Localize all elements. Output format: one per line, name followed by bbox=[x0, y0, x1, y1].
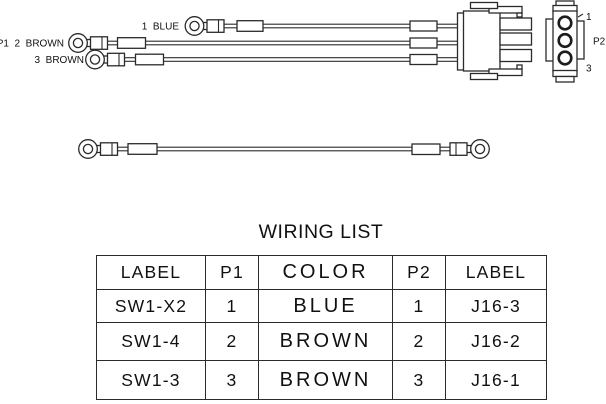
cell-color: BROWN bbox=[258, 322, 393, 361]
face-cavity-3 bbox=[557, 50, 573, 66]
header-p2: P2 bbox=[392, 255, 446, 290]
sleeve-wire1-left bbox=[236, 20, 264, 32]
cell-label-p2: J16-2 bbox=[445, 322, 547, 361]
cell-label-p2: J16-3 bbox=[445, 289, 547, 323]
plug-top-latch-hook bbox=[516, 12, 523, 18]
plug-top-latch-arm bbox=[488, 5, 523, 14]
ring-hole-right bbox=[474, 143, 486, 155]
ring-hole bbox=[189, 20, 200, 32]
harness-diagram: 1 P2 3 1 BLUE P1 2 BROWN 3 BROWN bbox=[0, 0, 606, 159]
sleeve-wire3-right bbox=[409, 53, 438, 66]
cell-color: BROWN bbox=[258, 360, 393, 400]
cell-label-p2: J16-1 bbox=[445, 360, 547, 400]
face-keying-notch bbox=[577, 13, 584, 18]
cell-p1-pin: 3 bbox=[205, 360, 259, 400]
cell-label-p1: SW1-X2 bbox=[96, 289, 206, 323]
cell-p2-pin: 3 bbox=[392, 360, 446, 400]
cell-p2-pin: 2 bbox=[392, 322, 446, 361]
table-header-row: LABEL P1 COLOR P2 LABEL bbox=[96, 255, 547, 290]
single-wire-assembly bbox=[78, 139, 490, 159]
sleeve-wire1-right bbox=[409, 20, 438, 32]
cell-color: BLUE bbox=[258, 289, 393, 323]
ring-terminal-wire1 bbox=[184, 16, 225, 36]
plug-top-latch-tab bbox=[469, 1, 499, 10]
wire-brown2-body bbox=[104, 40, 463, 46]
table-row: SW1-3 3 BROWN 3 J16-1 bbox=[96, 360, 547, 400]
plug-pin-3 bbox=[499, 48, 533, 63]
plug-bottom-latch-tab bbox=[469, 72, 499, 81]
wire3-label: 3 BROWN bbox=[35, 55, 84, 66]
p2-pin3-label: 3 bbox=[586, 64, 592, 75]
sleeve-single-left bbox=[127, 143, 158, 155]
plug-bottom-latch-arm bbox=[488, 68, 523, 77]
wire2-label: P1 2 BROWN bbox=[0, 39, 64, 50]
wire1-label: 1 BLUE bbox=[142, 22, 180, 33]
face-bottom-collar bbox=[552, 69, 578, 78]
sleeve-wire3-left bbox=[134, 53, 165, 66]
cell-p2-pin: 1 bbox=[392, 289, 446, 323]
face-cavity-1 bbox=[557, 15, 573, 31]
table-row: SW1-4 2 BROWN 2 J16-2 bbox=[96, 322, 547, 361]
single-wire-body bbox=[113, 146, 455, 152]
terminal-barrel bbox=[206, 19, 225, 33]
wire-labels: 1 BLUE P1 2 BROWN 3 BROWN bbox=[0, 22, 179, 67]
header-label-p2: LABEL bbox=[445, 255, 547, 290]
p2-pin1-label: 1 bbox=[586, 12, 592, 23]
terminal-barrel-right bbox=[449, 142, 468, 156]
heat-shrink-sleeves bbox=[116, 20, 441, 156]
header-label-p1: LABEL bbox=[96, 255, 206, 290]
plug-pin-2 bbox=[499, 32, 533, 46]
plug-connector bbox=[456, 1, 533, 81]
p2-connector-label: P2 bbox=[593, 37, 606, 48]
face-cavity-2 bbox=[557, 32, 573, 49]
wire-bodies bbox=[104, 23, 463, 152]
ring-terminal-wire3 bbox=[85, 49, 126, 70]
sleeve-wire2-right bbox=[409, 37, 438, 49]
plug-bottom-latch-hook bbox=[516, 64, 523, 70]
plug-pin-1 bbox=[499, 17, 533, 31]
cell-label-p1: SW1-4 bbox=[96, 322, 206, 361]
plug-housing bbox=[462, 10, 501, 72]
cell-p1-pin: 1 bbox=[205, 289, 259, 323]
terminal-barrel bbox=[106, 52, 126, 67]
header-color: COLOR bbox=[258, 255, 393, 290]
cell-p1-pin: 2 bbox=[205, 322, 259, 361]
ring-hole bbox=[72, 37, 84, 49]
face-bottom-tab bbox=[555, 75, 575, 83]
terminal-barrel bbox=[89, 36, 109, 50]
header-p1: P1 bbox=[205, 255, 259, 290]
sleeve-single-right bbox=[411, 143, 441, 156]
ring-terminal-wire2 bbox=[68, 33, 109, 53]
table-row: SW1-X2 1 BLUE 1 J16-3 bbox=[96, 289, 547, 323]
ring-hole-left bbox=[82, 143, 94, 155]
ring-hole bbox=[89, 54, 101, 65]
wiring-list-title: WIRING LIST bbox=[258, 221, 384, 243]
p2-connector-face: 1 P2 3 bbox=[545, 0, 606, 83]
terminal-barrel-left bbox=[99, 142, 119, 156]
cell-label-p1: SW1-3 bbox=[96, 360, 206, 400]
sleeve-wire2-left bbox=[116, 37, 147, 49]
wiring-list-table: LABEL P1 COLOR P2 LABEL SW1-X2 1 BLUE 1 … bbox=[96, 255, 547, 400]
